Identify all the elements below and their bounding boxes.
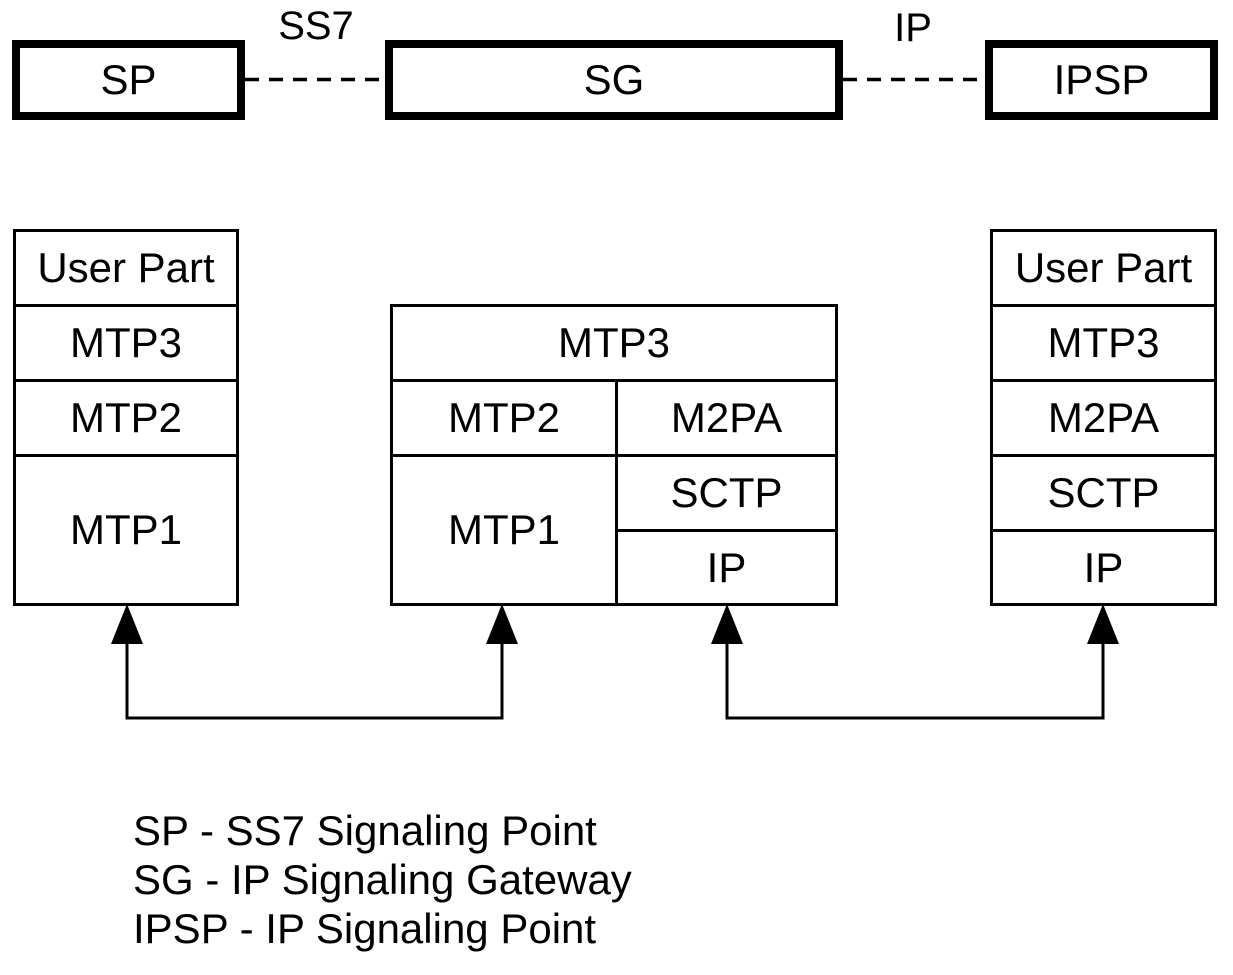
sg-layer-mtp1: MTP1 [393,454,615,603]
node-sp: SP [12,40,245,120]
node-sg: SG [385,40,843,120]
sg-layer-ip: IP [618,529,835,603]
sp-layer-mtp3: MTP3 [16,304,236,379]
legend: SP - SS7 Signaling Point SG - IP Signali… [133,806,632,953]
sg-layer-mtp2: MTP2 [393,379,615,454]
ipsp-protocol-stack: User Part MTP3 M2PA SCTP IP [990,229,1217,606]
link-label-ip: IP [894,6,932,50]
node-ipsp: IPSP [985,40,1218,120]
arrowhead-ipsp-stack [1087,604,1119,644]
node-sg-label: SG [583,56,645,103]
node-sp-label: SP [100,56,157,103]
legend-line-sg: SG - IP Signaling Gateway [133,856,632,903]
sg-layer-sctp: SCTP [618,454,835,529]
sg-ip-side-column: M2PA SCTP IP [618,379,835,603]
sg-protocol-stack: MTP3 MTP2 MTP1 M2PA SCTP IP [390,304,838,606]
legend-line-ipsp: IPSP - IP Signaling Point [133,905,597,952]
sp-layer-user-part: User Part [37,244,215,291]
ipsp-layer-ip: IP [993,529,1214,603]
node-ipsp-label: IPSP [1053,56,1150,103]
arrowhead-sg-ss7-column [486,604,518,644]
sg-layer-mtp3: MTP3 [557,319,670,366]
ipsp-layer-mtp3: MTP3 [993,304,1214,379]
sp-layer-mtp1: MTP1 [16,454,236,603]
ipsp-layer-user-part: User Part [1014,244,1193,291]
ipsp-layer-m2pa: M2PA [993,379,1214,454]
ipsp-layer-sctp: SCTP [993,454,1214,529]
sg-ss7-side-column: MTP2 MTP1 [393,379,618,603]
arrowhead-sg-ip-column [711,604,743,644]
arrowhead-sp-stack [111,604,143,644]
sg-ipsp-stack-connector [725,642,1105,720]
sp-layer-mtp2: MTP2 [16,379,236,454]
link-label-ss7: SS7 [278,4,354,48]
sp-sg-stack-connector [125,642,504,720]
sp-protocol-stack: User Part MTP3 MTP2 MTP1 [13,229,239,606]
legend-line-sp: SP - SS7 Signaling Point [133,807,597,854]
sg-layer-m2pa: M2PA [618,379,835,454]
sg-stack-columns: MTP2 MTP1 M2PA SCTP IP [393,379,835,603]
